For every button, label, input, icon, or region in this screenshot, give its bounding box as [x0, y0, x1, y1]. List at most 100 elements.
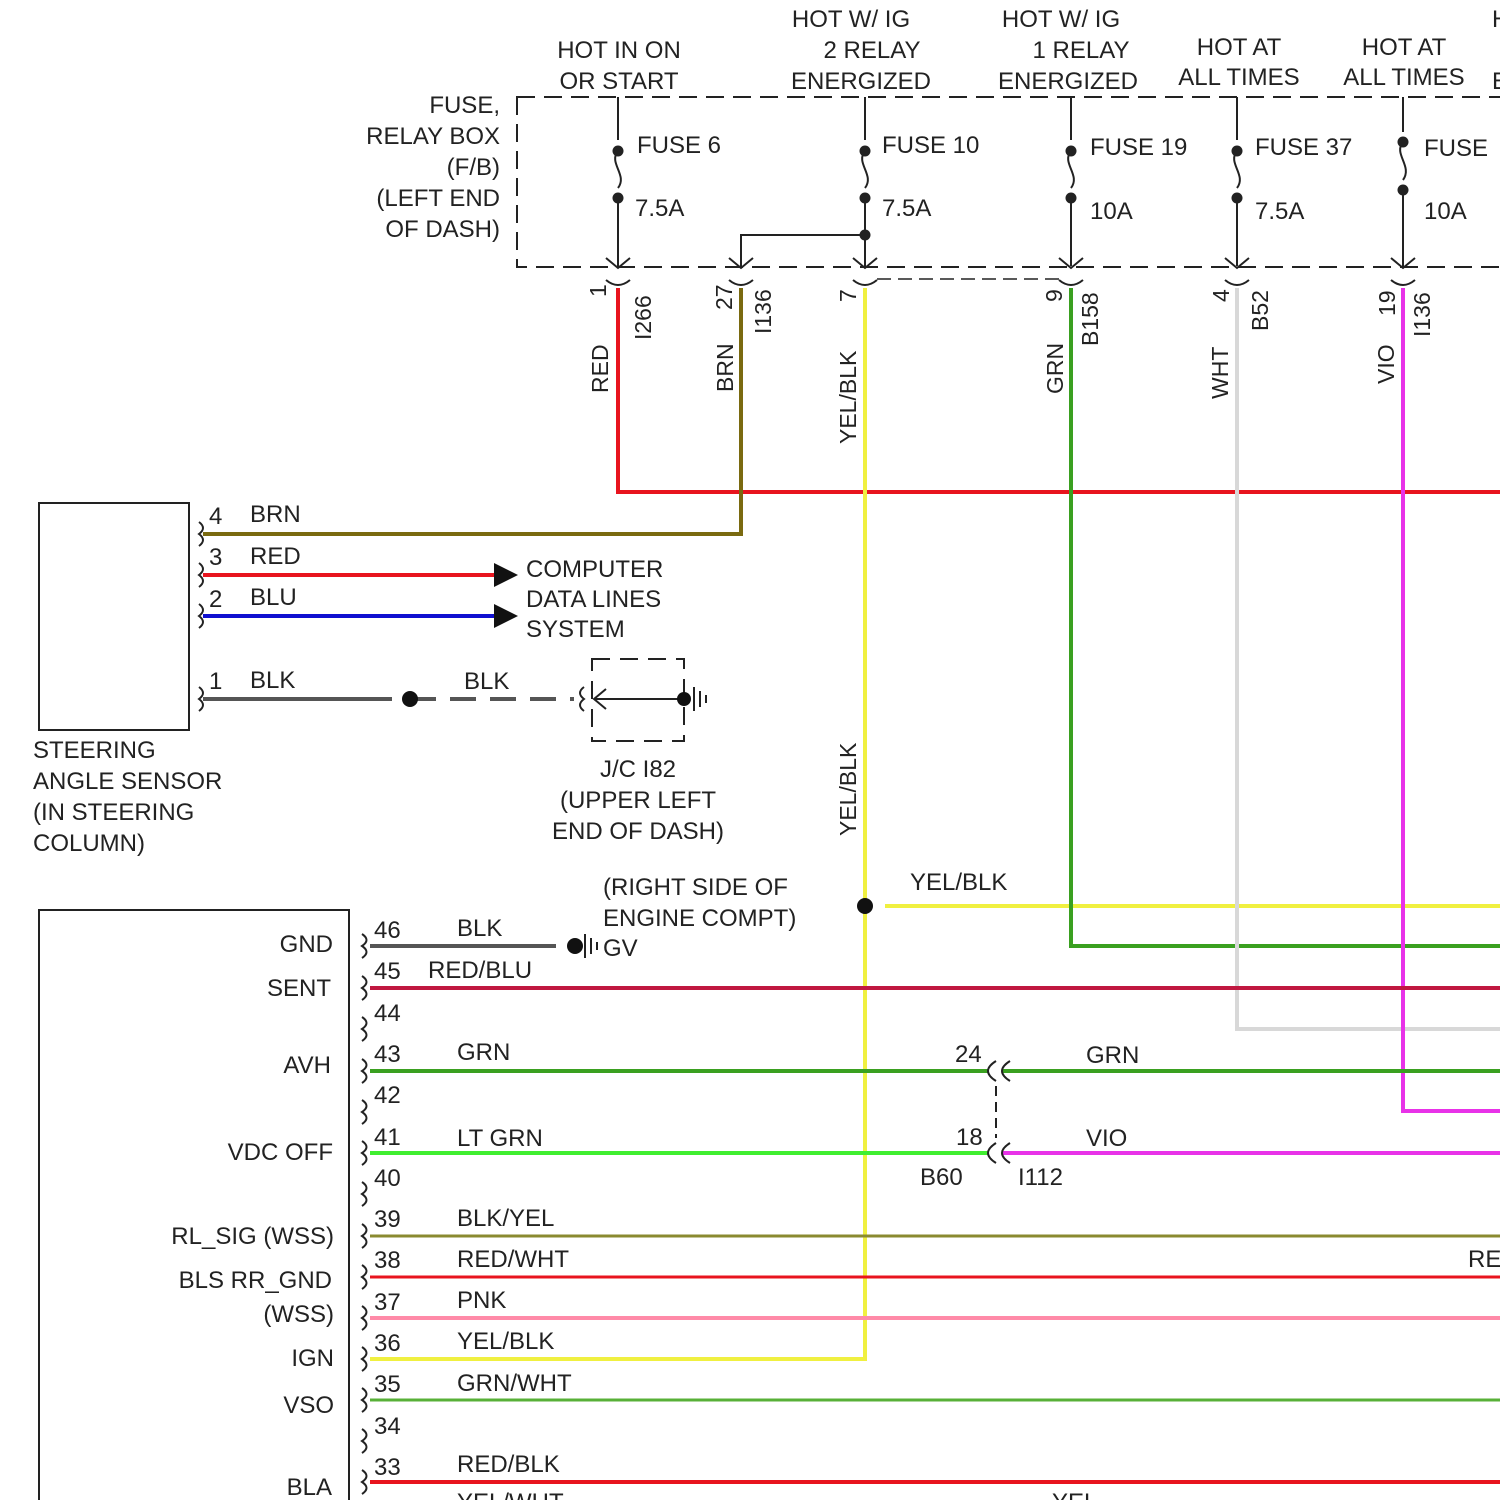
junction-connector-i82: J/C I82 (UPPER LEFT END OF DASH)	[552, 659, 724, 845]
module-wire-color: LT GRN	[457, 1125, 543, 1152]
pin-number: 4	[1208, 289, 1234, 302]
control-module: GND SENT AVH VDC OFF RL_SIG (WSS) BLS RR…	[39, 910, 1097, 1500]
fuse-rating: 7.5A	[635, 195, 684, 222]
wire-color-label: YEL/BLK	[835, 742, 861, 836]
ground-id: GV	[603, 935, 638, 962]
feed-label: OR START	[559, 68, 678, 95]
sensor-wire-color: BLU	[250, 584, 297, 611]
fuse-rating: 10A	[1424, 198, 1467, 225]
feed-label: ENERGIZED	[791, 68, 931, 95]
sensor-pin: 2	[209, 586, 222, 613]
module-connector-pins	[362, 934, 367, 1494]
module-pin: 33	[374, 1454, 401, 1481]
wire-color-label: VIO	[1086, 1125, 1127, 1152]
module-pin: 36	[374, 1330, 401, 1357]
wire-color-label: YEL	[1052, 1489, 1097, 1500]
wire-color-label: BRN	[712, 343, 738, 392]
wire-color-label: YEL/BLK	[910, 869, 1007, 896]
fuse-relay-box: FUSE, RELAY BOX (F/B) (LEFT END OF DASH)	[366, 92, 1500, 267]
connector-id: I136	[1409, 292, 1435, 337]
steering-angle-sensor: 4 BRN 3 RED 2 BLU 1 BLK STEERING ANGLE S…	[33, 501, 301, 857]
fuse-name: FUSE 37	[1255, 134, 1352, 161]
connector-id: B52	[1247, 290, 1273, 331]
fuse-box-label: RELAY BOX	[366, 123, 500, 150]
module-pin: 40	[374, 1165, 401, 1192]
module-pin: 44	[374, 1000, 401, 1027]
feed-label: HOT AT	[1362, 34, 1447, 61]
pin-number: 19	[1374, 290, 1400, 316]
sensor-label: COLUMN)	[33, 830, 145, 857]
module-pin: 38	[374, 1247, 401, 1274]
module-pin: 42	[374, 1082, 401, 1109]
feed-label: ALL TIMES	[1178, 64, 1299, 91]
wire-color-label: VIO	[1373, 344, 1399, 384]
ground-wire-color: BLK	[464, 668, 509, 695]
wire-color-label: RED	[587, 344, 613, 393]
module-function: SENT	[267, 975, 331, 1002]
wire-color-label: GRN	[1086, 1042, 1139, 1069]
module-function: AVH	[283, 1052, 331, 1079]
module-pin: 37	[374, 1289, 401, 1316]
cut-off-label: E	[1492, 68, 1500, 95]
module-function: IGN	[291, 1345, 334, 1372]
wire-color-label: WHT	[1207, 347, 1233, 399]
fuse-name: FUSE	[1424, 135, 1488, 162]
junction-label: J/C I82	[600, 756, 676, 783]
module-function: (WSS)	[263, 1301, 334, 1328]
wire-color-label: YEL/BLK	[835, 350, 861, 444]
fuse-box-label: (F/B)	[447, 154, 500, 181]
ground-location-label: (RIGHT SIDE OF	[603, 874, 788, 901]
module-wire-color: GRN/WHT	[457, 1370, 572, 1397]
fuse-rating: 7.5A	[1255, 198, 1304, 225]
fuse-box-label: OF DASH)	[385, 216, 500, 243]
module-wire-color: YEL/WHT	[457, 1489, 564, 1500]
module-function: BLA	[287, 1474, 332, 1500]
data-lines-text: DATA LINES	[526, 586, 661, 613]
inline-connector-b60-i112: 24 18 GRN VIO B60 I112	[920, 1041, 1139, 1191]
connector-id: I112	[1018, 1164, 1063, 1191]
module-function: VDC OFF	[228, 1139, 333, 1166]
module-wire-color: GRN	[457, 1039, 510, 1066]
module-wire-color: YEL/BLK	[457, 1328, 554, 1355]
module-function: VSO	[283, 1392, 334, 1419]
splice-dot	[857, 898, 873, 914]
fuse-name: FUSE 10	[882, 132, 979, 159]
module-function: RL_SIG (WSS)	[171, 1223, 334, 1250]
module-wire-color: BLK/YEL	[457, 1205, 554, 1232]
inline-pin: 24	[955, 1041, 982, 1068]
sensor-pin: 1	[209, 668, 222, 695]
sensor-label: STEERING	[33, 737, 156, 764]
ground-gv: GV	[567, 934, 638, 962]
sensor-label: (IN STEERING	[33, 799, 194, 826]
feed-label: 2 RELAY	[824, 37, 921, 64]
module-function: BLS RR_GND	[179, 1267, 332, 1294]
sensor-label: ANGLE SENSOR	[33, 768, 222, 795]
module-pin: 35	[374, 1371, 401, 1398]
pin-number: 7	[835, 289, 861, 302]
module-wire-color: RED/WHT	[457, 1246, 569, 1273]
module-pin: 45	[374, 958, 401, 985]
connector-id: I136	[750, 289, 776, 334]
fuse-box-label: (LEFT END	[376, 185, 500, 212]
ground-icon	[585, 934, 597, 958]
fuse-box-label: FUSE,	[429, 92, 500, 119]
feed-label: HOT AT	[1197, 34, 1282, 61]
feed-labels: HOT IN ON OR START HOT W/ IG 2 RELAY ENE…	[557, 6, 1500, 95]
module-pin: 34	[374, 1413, 401, 1440]
data-lines-text: SYSTEM	[526, 616, 625, 643]
ground-location-label: ENGINE COMPT)	[603, 905, 796, 932]
module-wire-color: BLK	[457, 915, 502, 942]
feed-label: HOT W/ IG	[1002, 6, 1120, 33]
inline-pin: 18	[956, 1124, 983, 1151]
feed-label: ENERGIZED	[998, 68, 1138, 95]
data-line-arrows	[494, 563, 518, 628]
module-pin: 41	[374, 1124, 401, 1151]
connector-id: I266	[630, 295, 656, 340]
sensor-wire-color: RED	[250, 543, 301, 570]
sensor-pin: 3	[209, 544, 222, 571]
fuse-rating: 10A	[1090, 198, 1133, 225]
data-lines-text: COMPUTER	[526, 556, 663, 583]
cut-off-label: H	[1492, 6, 1500, 33]
fuse-box-pin-labels: 1 I266 RED 27 I136 BRN 7 YEL/BLK 9 B158 …	[585, 284, 1435, 444]
